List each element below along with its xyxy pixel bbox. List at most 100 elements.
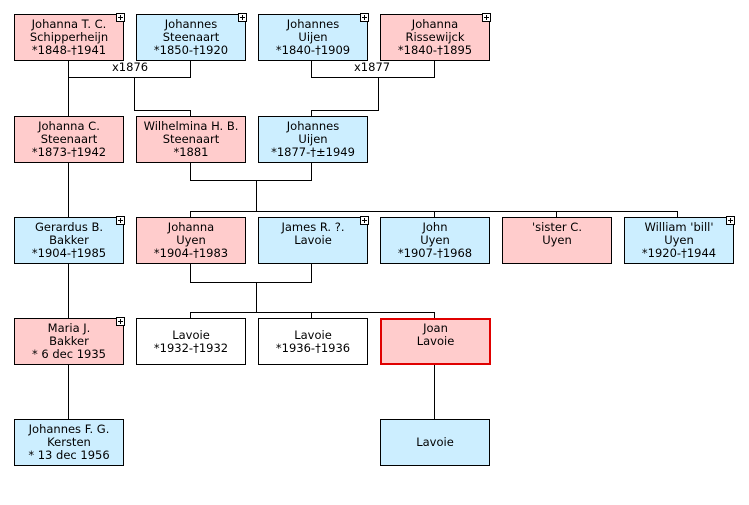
person-johannes-steenaart[interactable]: Johannes Steenaart *1850-†1920 [136,14,246,61]
person-dates: *1936-†1936 [275,341,351,355]
person-lavoie-child[interactable]: Lavoie [380,419,490,466]
person-name: Johanna C. [38,119,100,133]
connector-line [190,264,191,283]
expand-icon[interactable] [360,216,369,225]
connector-line [311,264,312,283]
person-dates: *1881 [173,145,209,159]
person-william-uyen[interactable]: William 'bill' Uyen *1920-†1944 [624,217,734,264]
expand-icon[interactable] [116,317,125,326]
person-johanna-rissewijck[interactable]: Johanna Rissewijck *1840-†1895 [380,14,490,61]
person-surname: Uyen [420,233,450,247]
connector-line [434,312,435,319]
person-james-lavoie[interactable]: James R. ?. Lavoie [258,217,368,264]
person-name: Wilhelmina H. B. [143,119,239,133]
person-name: Johannes F. G. [28,422,110,436]
person-johannes-uijen-jr[interactable]: Johannes Uijen *1877-†±1949 [258,116,368,163]
person-name: Maria J. [47,321,91,335]
person-surname: Uyen [176,233,206,247]
person-joan-lavoie[interactable]: Joan Lavoie [380,318,491,365]
connector-line [190,180,312,181]
person-name: Johannes [286,17,340,31]
person-johanna-uyen[interactable]: Johanna Uyen *1904-†1983 [136,217,246,264]
expand-icon[interactable] [238,13,247,22]
connector-line [311,110,312,117]
marriage-label-x1877: x1877 [352,60,393,74]
connector-line [311,312,312,319]
person-surname: Kersten [47,435,91,449]
person-name: John [422,220,448,234]
connector-line [134,77,135,111]
person-dates: * 6 dec 1935 [32,347,106,361]
connector-line [68,60,69,78]
person-dates: *1907-†1968 [397,246,473,260]
expand-icon[interactable] [116,13,125,22]
person-name: Joan [423,321,448,335]
person-dates: *1904-†1983 [153,246,229,260]
expand-icon[interactable] [482,13,491,22]
person-maria-bakker[interactable]: Maria J. Bakker * 6 dec 1935 [14,318,124,365]
person-johannes-kersten[interactable]: Johannes F. G. Kersten * 13 dec 1956 [14,419,124,466]
connector-line [68,365,69,420]
connector-line [256,180,257,212]
person-surname: Uijen [298,132,328,146]
connector-line [677,211,678,218]
connector-line [556,211,557,218]
connector-line [256,282,257,313]
person-name: James R. ?. [281,220,345,234]
person-sister-uyen[interactable]: 'sister C. Uyen [502,217,612,264]
connector-line [190,282,312,283]
person-name: Johanna [167,220,215,234]
person-surname: Lavoie [294,233,332,247]
person-johanna-schipperheijn[interactable]: Johanna T. C. Schipperheijn *1848-†1941 [14,14,124,61]
connector-line [68,77,191,78]
person-name: 'sister C. [532,220,582,234]
person-name: Johannes [164,17,218,31]
person-johannes-uijen-sr[interactable]: Johannes Uijen *1840-†1909 [258,14,368,61]
person-wilhelmina-steenaart[interactable]: Wilhelmina H. B. Steenaart *1881 [136,116,246,163]
person-dates: *1877-†±1949 [271,145,355,159]
expand-icon[interactable] [726,216,735,225]
connector-line [434,365,435,420]
person-surname: Lavoie [172,328,210,342]
person-dates: *1840-†1909 [275,43,351,57]
connector-line [190,162,191,181]
person-dates: *1840-†1895 [397,43,473,57]
person-dates: *1848-†1941 [31,43,107,57]
expand-icon[interactable] [360,13,369,22]
connector-line [311,162,312,181]
person-surname: Steenaart [162,132,220,146]
person-surname: Bakker [49,334,89,348]
person-surname: Lavoie [416,334,455,348]
person-surname: Schipperheijn [29,30,109,44]
person-dates: *1904-†1985 [31,246,107,260]
person-name: Johannes [286,119,340,133]
person-surname: Uijen [298,30,328,44]
connector-line [190,211,191,218]
connector-line [68,162,69,218]
person-surname: Lavoie [416,435,454,449]
expand-icon[interactable] [116,216,125,225]
person-name: Gerardus B. [34,220,104,234]
person-dates: * 13 dec 1956 [28,448,110,462]
person-johanna-c-steenaart[interactable]: Johanna C. Steenaart *1873-†1942 [14,116,124,163]
person-dates: *1920-†1944 [641,246,717,260]
person-gerardus-bakker[interactable]: Gerardus B. Bakker *1904-†1985 [14,217,124,264]
person-surname: Uyen [664,233,694,247]
person-lavoie-1936[interactable]: Lavoie *1936-†1936 [258,318,368,365]
person-dates: *1873-†1942 [31,145,107,159]
connector-line [378,77,379,111]
person-surname: Uyen [542,233,572,247]
person-surname: Rissewijck [405,30,465,44]
connector-line [190,110,191,117]
connector-line [190,312,191,319]
person-lavoie-1932[interactable]: Lavoie *1932-†1932 [136,318,246,365]
marriage-label-x1876: x1876 [110,60,151,74]
person-john-uyen[interactable]: John Uyen *1907-†1968 [380,217,490,264]
connector-line [190,60,191,78]
person-name: William 'bill' [644,220,714,234]
person-surname: Steenaart [162,30,220,44]
person-surname: Bakker [49,233,89,247]
person-dates: *1850-†1920 [153,43,229,57]
connector-line [311,77,435,78]
person-surname: Lavoie [294,328,332,342]
